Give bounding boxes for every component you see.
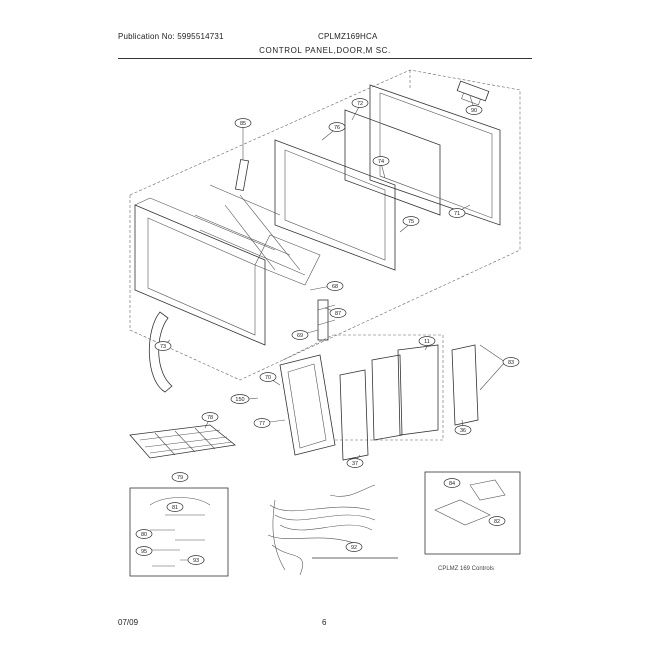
control-board (371, 354, 403, 441)
callout-83: 83 (502, 357, 520, 367)
model-number: CPLMZ169HCA (318, 32, 378, 41)
callout-11: 11 (418, 336, 436, 346)
callout-70: 70 (259, 372, 277, 382)
callout-label: 78 (207, 415, 213, 421)
callout-84: 84 (443, 478, 461, 488)
callout-150: 150 (230, 394, 250, 404)
callout-label: 70 (265, 375, 271, 381)
callout-label: 95 (141, 549, 147, 555)
callout-78: 78 (201, 412, 219, 422)
callout-85: 85 (234, 118, 252, 128)
footer-date: 07/09 (118, 618, 139, 627)
manual-sheet (469, 479, 506, 501)
callout-label: 92 (351, 545, 357, 551)
control-pad (451, 344, 479, 426)
callout-label: 81 (172, 505, 178, 511)
cavity-lines (194, 184, 321, 286)
interlock-bracket (317, 299, 336, 341)
callout-90: 90 (465, 105, 483, 115)
callout-label: 76 (334, 125, 340, 131)
callout-label: 75 (408, 219, 414, 225)
cooking-rack (129, 424, 236, 459)
leader-lines (162, 95, 506, 463)
outer-door (369, 84, 501, 226)
callout-label: 69 (297, 333, 303, 339)
callout-label: 68 (332, 284, 338, 290)
callout-37: 37 (346, 458, 364, 468)
callout-73: 73 (154, 341, 172, 351)
literature-box (424, 471, 521, 555)
callout-label: 72 (357, 101, 363, 107)
callout-label: 80 (141, 532, 147, 538)
callout-label: 37 (352, 461, 358, 467)
diagram-caption: CPLMZ 169 Controls (438, 566, 495, 572)
callout-77: 77 (253, 418, 271, 428)
callout-label: 90 (471, 108, 477, 114)
callout-label: 85 (240, 121, 246, 127)
publication-number: Publication No: 5995514731 (118, 32, 224, 41)
control-bracket (397, 344, 439, 436)
callout-79: 79 (171, 472, 189, 482)
callout-82: 82 (488, 516, 506, 526)
page-number: 6 (322, 618, 327, 627)
instruction-sheet (434, 499, 491, 526)
door-frame (274, 139, 396, 271)
callout-68: 68 (326, 281, 344, 291)
callout-93: 93 (187, 555, 205, 565)
page-title: CONTROL PANEL,DOOR,M SC. (259, 46, 391, 55)
callout-92: 92 (345, 542, 363, 552)
callout-76: 76 (328, 122, 346, 132)
callout-label: 73 (160, 344, 166, 350)
callout-87: 87 (329, 308, 347, 318)
door-handle (148, 311, 173, 393)
callout-label: 84 (449, 481, 455, 487)
wire-harness (267, 484, 376, 576)
callout-label: 74 (378, 159, 384, 165)
callout-label: 71 (454, 211, 460, 217)
oven-front-frame (134, 197, 276, 346)
door-glass (344, 109, 441, 216)
callout-36: 36 (454, 425, 472, 435)
callout-label: 83 (508, 360, 514, 366)
callout-label: 82 (494, 519, 500, 525)
control-panel-box (333, 334, 444, 441)
hardware-kit-box (129, 487, 229, 577)
callout-label: 87 (335, 311, 341, 317)
callout-74: 74 (372, 156, 390, 166)
vent-part (234, 159, 250, 191)
callout-72: 72 (351, 98, 369, 108)
latch-part (456, 80, 490, 106)
callout-81: 81 (166, 502, 184, 512)
callout-label: 150 (235, 397, 244, 403)
membrane-sheet (339, 369, 369, 461)
callout-label: 93 (193, 558, 199, 564)
callout-label: 36 (460, 428, 466, 434)
callout-label: 79 (177, 475, 183, 481)
control-panel-frame (279, 354, 336, 456)
hardware-parts (149, 497, 211, 567)
header-rule (118, 58, 532, 59)
callout-75: 75 (402, 216, 420, 226)
callout-71: 71 (448, 208, 466, 218)
callout-label: 11 (424, 339, 430, 345)
callout-95: 95 (135, 546, 153, 556)
callout-69: 69 (291, 330, 309, 340)
callout-label: 77 (259, 421, 265, 427)
callout-80: 80 (135, 529, 153, 539)
